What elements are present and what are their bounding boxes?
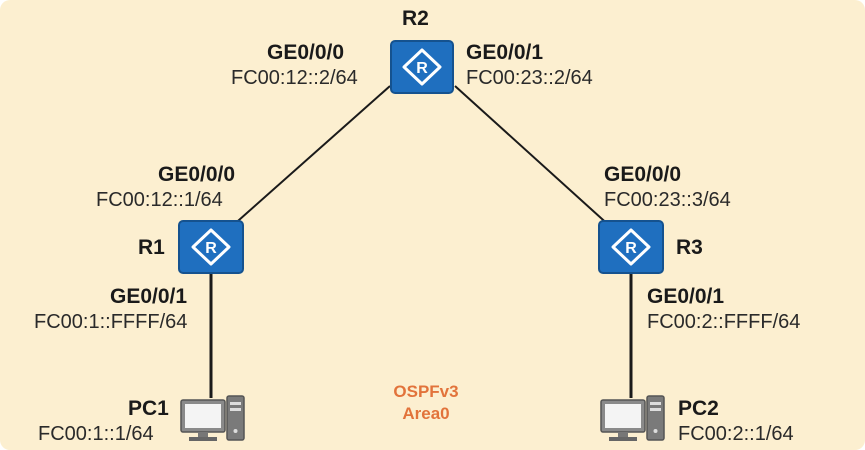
svg-text:R: R bbox=[416, 60, 428, 77]
pc1-address: FC00:1::1/64 bbox=[38, 423, 154, 445]
r3-port-ge0-0-0-address: FC00:23::3/64 bbox=[604, 189, 731, 211]
r1-port-ge0-0-1-address: FC00:1::FFFF/64 bbox=[34, 311, 188, 333]
area-protocol-label: OSPFv3 bbox=[393, 382, 459, 401]
link-r2-r3 bbox=[454, 85, 613, 229]
pc2-address: FC00:2::1/64 bbox=[678, 423, 794, 445]
r3-port-ge0-0-1-address: FC00:2::FFFF/64 bbox=[647, 311, 801, 333]
r1-port-ge0-0-0-address: FC00:12::1/64 bbox=[96, 189, 223, 211]
svg-text:R: R bbox=[205, 240, 217, 257]
r2-port-ge0-0-1: GE0/0/1 bbox=[466, 41, 544, 64]
pc-name-pc2: PC2 bbox=[678, 397, 719, 420]
link-r2-r1 bbox=[229, 85, 391, 229]
pc-name-pc1: PC1 bbox=[128, 397, 169, 420]
r3-port-ge0-0-1: GE0/0/1 bbox=[647, 285, 725, 308]
area-name-label: Area0 bbox=[402, 404, 450, 423]
pc-icon[interactable] bbox=[600, 394, 666, 444]
r3-port-ge0-0-0: GE0/0/0 bbox=[604, 163, 682, 186]
router-icon[interactable]: R bbox=[178, 220, 244, 274]
pc-icon[interactable] bbox=[180, 394, 246, 444]
svg-text:R: R bbox=[625, 240, 637, 257]
r2-port-ge0-0-1-address: FC00:23::2/64 bbox=[466, 67, 593, 89]
r2-port-ge0-0-0-address: FC00:12::2/64 bbox=[231, 67, 358, 89]
router-name-r2: R2 bbox=[402, 7, 429, 30]
r2-port-ge0-0-0: GE0/0/0 bbox=[267, 41, 345, 64]
router-icon[interactable]: R bbox=[598, 220, 664, 274]
router-icon[interactable]: R bbox=[390, 40, 454, 94]
router-name-r3: R3 bbox=[676, 236, 703, 259]
r1-port-ge0-0-1: GE0/0/1 bbox=[110, 285, 188, 308]
router-name-r1: R1 bbox=[138, 236, 165, 259]
r1-port-ge0-0-0: GE0/0/0 bbox=[158, 163, 236, 186]
